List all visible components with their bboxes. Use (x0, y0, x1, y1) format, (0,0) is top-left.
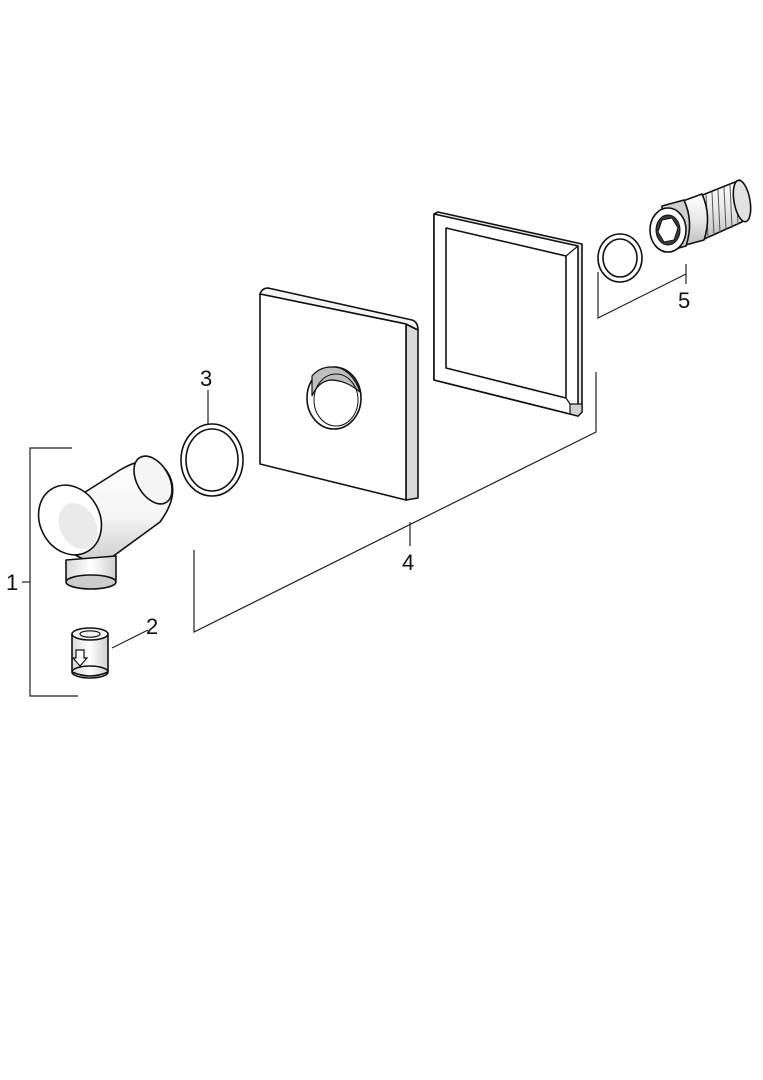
part-5-small-o-ring (597, 233, 643, 283)
callout-3: 3 (200, 366, 212, 391)
part-5-threaded-extension (649, 179, 752, 253)
callout-leaders (22, 264, 687, 697)
callout-5: 5 (678, 288, 690, 313)
callout-2: 2 (146, 614, 158, 639)
part-3-o-ring (180, 423, 244, 497)
part-4-cover-plate (259, 287, 419, 501)
bracket-1 (29, 447, 78, 697)
part-4-gasket-frame (433, 211, 583, 417)
bracket-5 (597, 264, 687, 319)
hex-socket-icon (657, 217, 679, 243)
flow-arrow-icon (71, 649, 89, 667)
callout-4: 4 (402, 550, 414, 575)
bracket-4 (193, 372, 597, 633)
part-2-restrictor-insert (71, 627, 109, 679)
callout-1: 1 (6, 570, 18, 595)
callout-labels: 1 2 3 4 5 (6, 288, 690, 639)
part-1-elbow-connector (37, 455, 174, 590)
